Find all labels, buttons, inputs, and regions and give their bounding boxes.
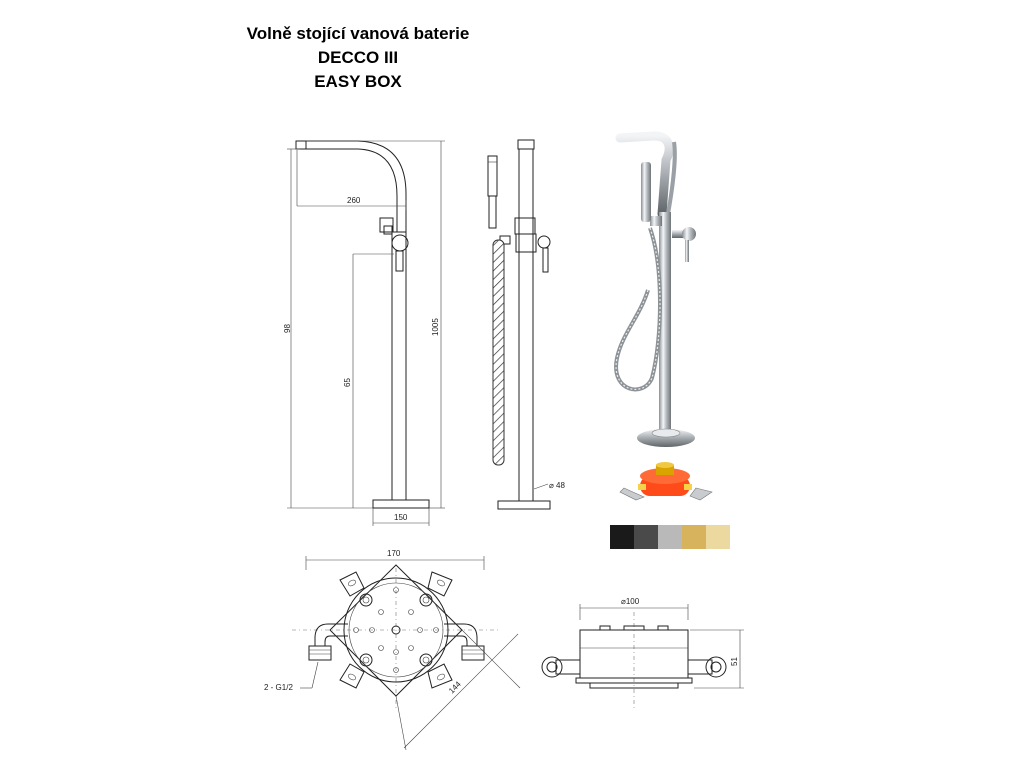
title-block: Volně stojící vanová baterie DECCO III E… [200,22,516,94]
side-view-drawing: 260 98 65 1005 150 [283,140,445,526]
dim-total-height: 98 [283,324,292,333]
front-view-hose [492,239,505,466]
front-view-drawing: ⌀ 48 [487,139,565,510]
swatch-light-gold [706,525,730,549]
easy-box-side-view: ⌀100 51 [541,597,744,708]
render-hand-shower [641,162,651,222]
swatch-dark-grey [634,525,658,549]
dim-box-width: 170 [387,549,401,558]
swatch-gold [682,525,706,549]
easy-box-render [619,462,713,501]
front-view-handle [537,235,551,249]
dim-reach: 260 [347,196,361,205]
dim-box-diagonal: 144 [447,679,463,695]
dim-box-diameter: ⌀100 [621,597,640,606]
easy-box-top-view: 170 [264,549,521,751]
product-render [614,131,713,501]
side-view-column [391,231,407,501]
swatch-black [610,525,634,549]
dim-handle-height: 65 [343,378,352,387]
side-view-base [372,499,430,509]
dim-pipe-diameter: ⌀ 48 [549,481,565,490]
dim-box-height: 51 [730,657,739,666]
render-base [637,429,695,447]
dim-base-width: 150 [394,513,408,522]
product-type-title: Volně stojící vanová baterie [246,24,470,43]
connection-right [461,645,485,661]
render-column [659,212,671,432]
easy-box-body-outline [343,577,449,683]
product-name-title: DECCO III [317,48,399,67]
side-view-lever [395,250,404,272]
product-variant-title: EASY BOX [314,72,402,91]
dim-spout-height: 1005 [431,318,440,336]
connection-left [308,645,332,661]
front-view-column [518,148,534,502]
swatch-light-grey [658,525,682,549]
render-hose [614,227,662,392]
front-view-base [497,500,551,510]
dim-connection: 2 - G1/2 [264,683,293,692]
color-swatches [610,525,730,549]
